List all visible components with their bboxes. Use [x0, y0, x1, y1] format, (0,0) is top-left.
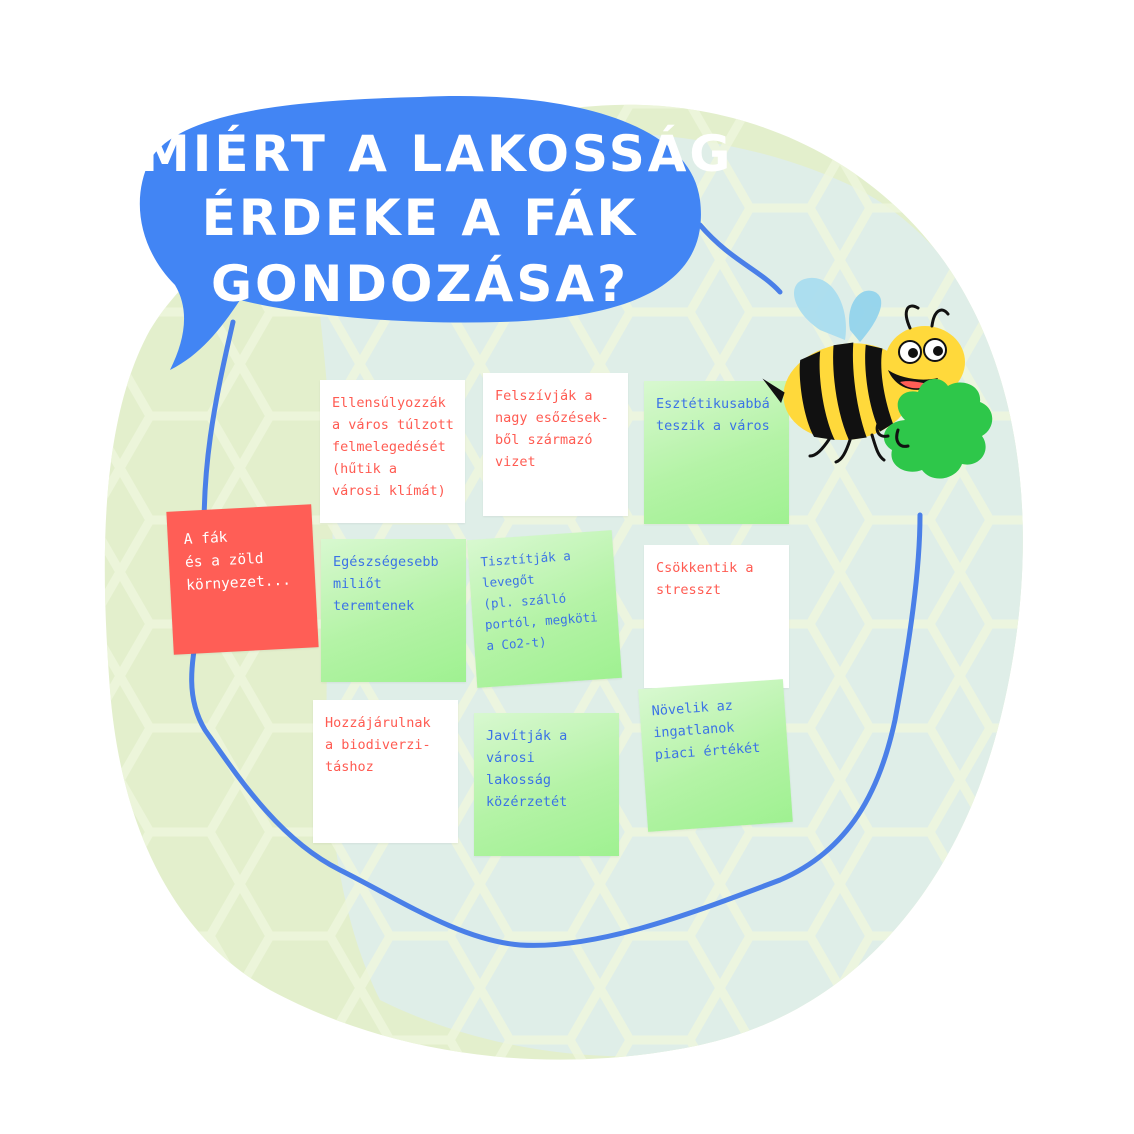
bee-antenna-right — [930, 308, 950, 328]
bubble-tail-line — [697, 222, 783, 295]
sticky-note-wellbeing: Javítják a városi lakosság közérzetét — [474, 713, 619, 856]
bee-stinger — [762, 378, 785, 404]
title-line-1: MIÉRT A LAKOSSÁG — [140, 125, 734, 183]
title-line-2: ÉRDEKE A FÁK — [201, 189, 639, 247]
bee-antenna-left — [904, 304, 920, 330]
sticky-note-clean-air: Tisztítják a levegőt (pl. szálló portól,… — [467, 530, 622, 688]
speech-bubble — [139, 96, 701, 371]
bee-illustration — [762, 277, 993, 479]
title-line-3: GONDOZÁSA? — [210, 255, 630, 313]
sticky-note-rainwater: Felszívják a nagy esőzések- ből származó… — [483, 373, 628, 516]
sticky-note-stress: Csökkentik a stresszt — [644, 545, 789, 688]
sticky-note-property-value: Növelik az ingatlanok piaci értékét — [638, 679, 793, 832]
sticky-note-cooling: Ellensúlyozzák a város túlzott felmelege… — [320, 380, 465, 523]
bee-wing-back — [793, 277, 846, 340]
sticky-note-healthier: Egészségesebb miliőt teremtenek — [321, 539, 466, 682]
sticky-note-biodiversity: Hozzájárulnak a biodiverzi- táshoz — [313, 700, 458, 843]
bee-wing-front — [849, 290, 882, 342]
tree-bush — [883, 378, 993, 479]
sticky-note-aesthetics: Esztétikusabbá teszik a város — [644, 381, 789, 524]
sticky-note-trees-and-green: A fák és a zöld környezet... — [166, 504, 319, 655]
